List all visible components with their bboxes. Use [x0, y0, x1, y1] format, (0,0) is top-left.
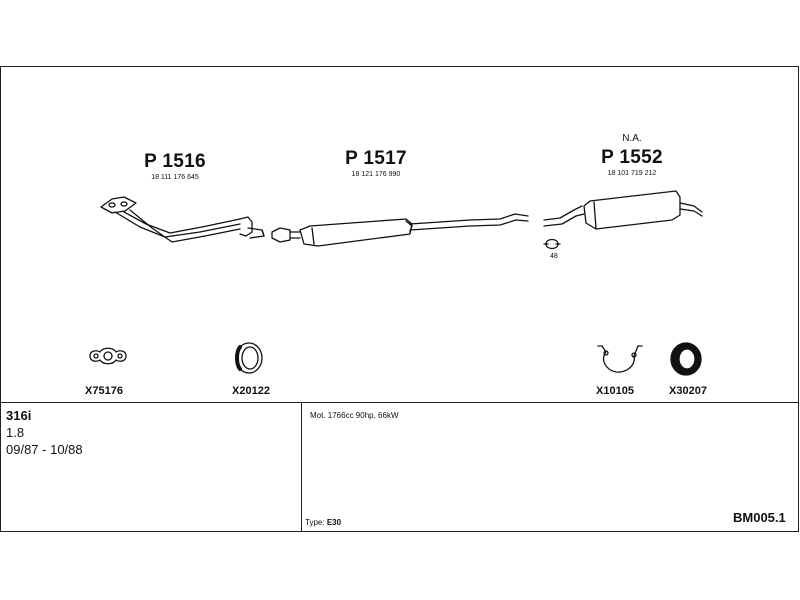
clamp-label: 48: [550, 253, 558, 260]
vehicle-type: Type: E30: [305, 518, 341, 527]
center-muffler-drawing: [271, 213, 529, 247]
part-code: P 1516: [144, 151, 206, 172]
vehicle-info: 316i 1.8 09/87 - 10/88: [6, 407, 83, 458]
type-label: Type:: [305, 518, 325, 527]
rear-silencer-drawing: [543, 190, 703, 250]
accessory-x75176[interactable]: X75176: [85, 385, 123, 397]
part-p1516[interactable]: P 1516 18 111 176 645: [144, 151, 206, 181]
diagram-code: BM005.1: [733, 510, 786, 525]
part-oem-ref: 18 111 176 645: [151, 174, 199, 181]
hanger-strap-drawing: [597, 345, 643, 373]
type-value: E30: [326, 518, 342, 527]
rubber-mount-drawing: [670, 342, 702, 376]
engine-spec: Mot. 1766cc 90hp, 66kW: [310, 411, 399, 420]
accessory-x20122[interactable]: X20122: [232, 385, 270, 397]
part-code: P 1517: [345, 148, 407, 169]
part-code: P 1552: [601, 147, 663, 168]
accessory-x30207[interactable]: X30207: [669, 385, 707, 397]
accessory-x10105[interactable]: X10105: [596, 385, 634, 397]
flange-gasket-drawing: [89, 347, 127, 365]
part-p1552[interactable]: N.A. P 1552 18 101 719 212: [601, 133, 663, 177]
part-oem-ref: 18 121 176 990: [351, 171, 401, 178]
part-p1517[interactable]: P 1517 18 121 176 990: [345, 148, 407, 178]
ring-gasket-drawing: [235, 342, 263, 374]
part-oem-ref: 18 101 719 212: [607, 170, 657, 177]
horizontal-divider: [0, 402, 799, 403]
front-pipe-drawing: [100, 196, 265, 243]
diagram-sheet: [0, 66, 799, 532]
vehicle-model: 316i: [6, 408, 32, 423]
production-period: 09/87 - 10/88: [6, 442, 83, 457]
vertical-divider: [301, 402, 302, 532]
part-note: N.A.: [622, 133, 642, 144]
engine-size: 1.8: [6, 425, 25, 440]
